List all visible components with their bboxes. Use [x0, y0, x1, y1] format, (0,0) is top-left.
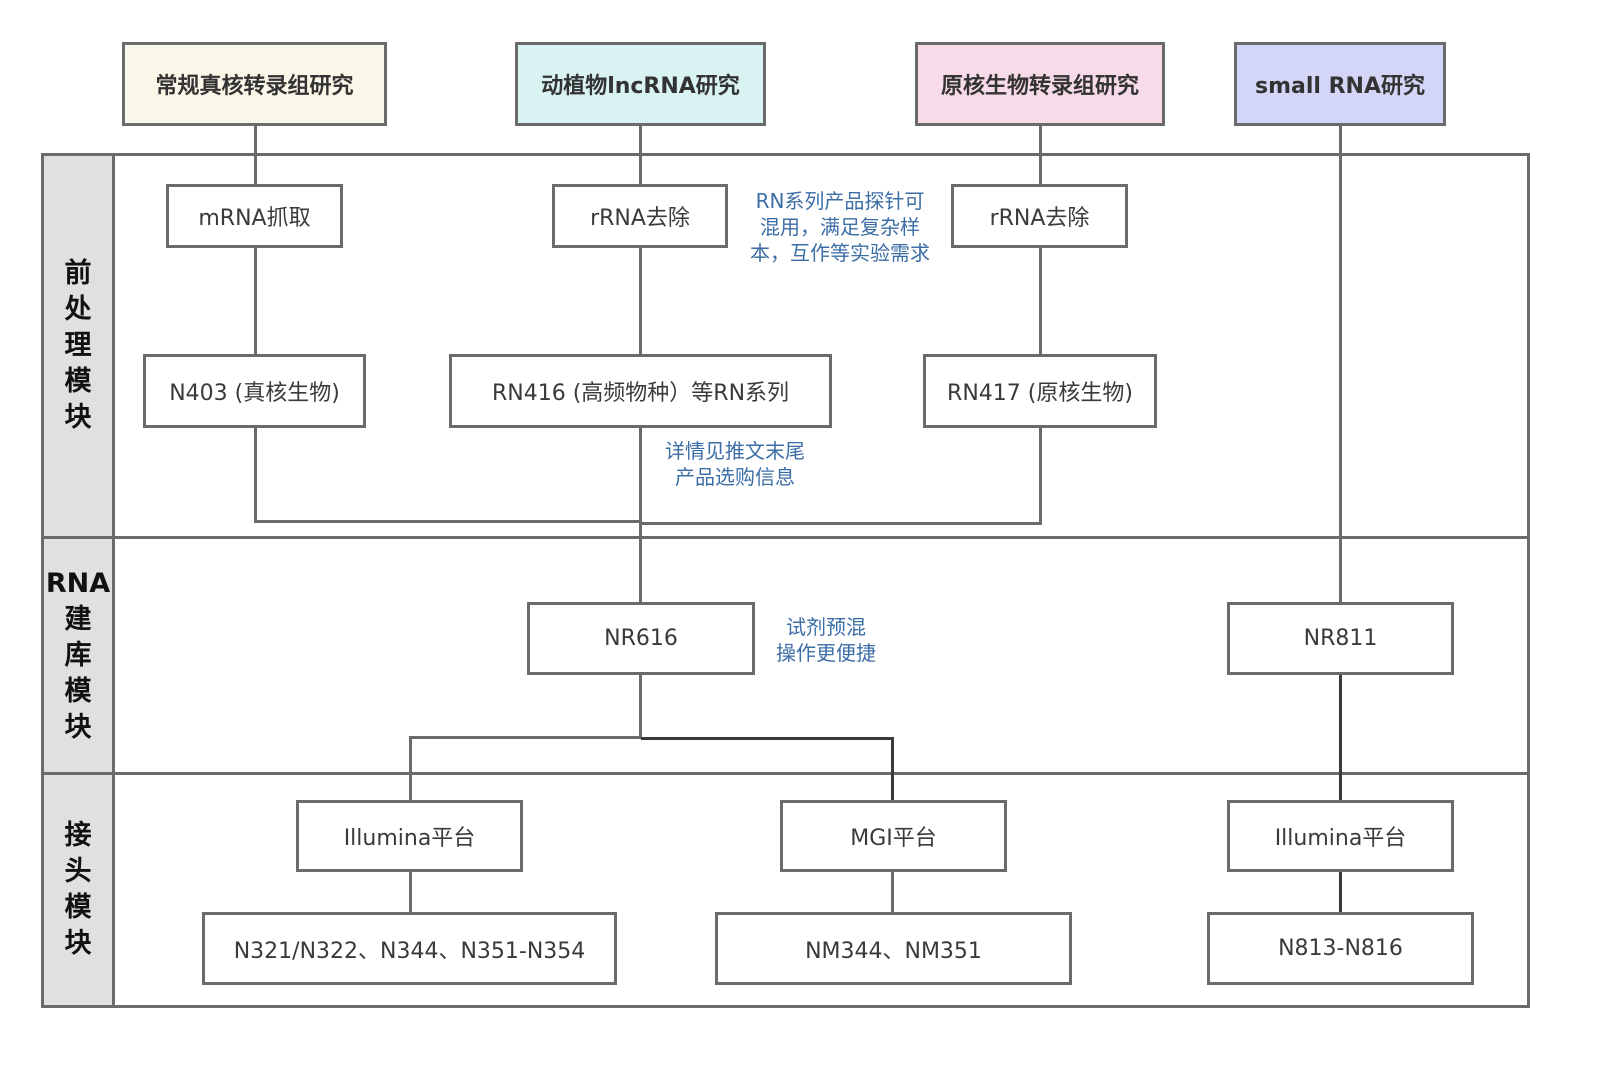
connector-line [254, 246, 257, 356]
platform-label: Illumina平台 [1274, 826, 1407, 851]
lane-label-char: 块 [64, 402, 92, 433]
platform-illumina: Illumina平台 [296, 800, 523, 872]
product-label: N321/N322、N344、N351-N354 [233, 938, 586, 964]
platform-mgi: MGI平台 [780, 800, 1007, 872]
note-product-details: 详情见推文末尾 产品选购信息 [652, 438, 818, 490]
connector-line [1039, 426, 1042, 525]
connector-line [639, 246, 642, 356]
product-illumina-adapters: N321/N322、N344、N351-N354 [202, 912, 617, 985]
connector-line [639, 673, 642, 739]
category-label: small RNA研究 [1255, 74, 1425, 99]
platform-illumina-small-rna: Illumina平台 [1227, 800, 1454, 872]
lane-label-preprocessing: 前 处 理 模 块 [44, 156, 115, 536]
note-premix: 试剂预混 操作更便捷 [764, 614, 888, 666]
note-line: 产品选购信息 [675, 465, 795, 489]
lane-label-char: 块 [64, 928, 92, 959]
connector-line [254, 124, 257, 186]
lane-label-char: 前 [64, 258, 92, 289]
category-eukaryotic-transcriptome: 常规真核转录组研究 [122, 42, 387, 126]
lane-label-char: 处 [64, 294, 92, 325]
lane-label-char: 模 [64, 675, 92, 707]
product-label: NR616 [604, 626, 678, 651]
note-probe-mixing: RN系列产品探针可 混用，满足复杂样 本，互作等实验需求 [738, 188, 942, 266]
platform-label: Illumina平台 [343, 826, 476, 851]
step-mrna-capture: mRNA抓取 [166, 184, 343, 248]
note-line: RN系列产品探针可 [755, 189, 925, 213]
connector-line [254, 426, 257, 523]
connector-line [409, 870, 412, 914]
connector-line [1339, 124, 1342, 604]
product-label: NR811 [1303, 626, 1378, 651]
product-nr811: NR811 [1227, 602, 1454, 675]
connector-line [891, 737, 894, 802]
step-label: rRNA去除 [989, 206, 1090, 231]
connector-line [1039, 124, 1042, 186]
lane-adapter: 接 头 模 块 [41, 772, 1530, 1008]
product-rn417: RN417 (原核生物) [923, 354, 1157, 428]
category-prokaryotic-transcriptome: 原核生物转录组研究 [915, 42, 1165, 126]
category-label: 原核生物转录组研究 [940, 74, 1139, 99]
lane-label-char: 建 [64, 603, 92, 635]
lane-label-char: 模 [64, 366, 92, 397]
step-label: rRNA去除 [590, 206, 690, 231]
lane-label-char: 模 [64, 892, 92, 923]
product-mgi-adapters: NM344、NM351 [715, 912, 1072, 985]
lane-label-library: RNA 建 库 模 块 [44, 539, 115, 772]
step-label: mRNA抓取 [198, 206, 311, 231]
note-line: 混用，满足复杂样 [760, 215, 920, 239]
lane-label-char: RNA [45, 567, 111, 599]
connector-line [409, 736, 412, 802]
lane-label-adapter: 接 头 模 块 [44, 775, 115, 1005]
product-small-rna-adapters: N813-N816 [1207, 912, 1474, 985]
lane-label-char: 理 [64, 330, 92, 361]
platform-label: MGI平台 [850, 826, 937, 851]
product-label: RN417 (原核生物) [947, 381, 1133, 406]
connector-line [254, 520, 641, 523]
product-label: N403 (真核生物) [169, 381, 340, 406]
connector-line [891, 870, 894, 914]
note-line: 详情见推文末尾 [665, 439, 805, 463]
category-lncrna: 动植物lncRNA研究 [515, 42, 766, 126]
product-rn416: RN416 (高频物种）等RN系列 [449, 354, 832, 428]
connector-line [1339, 870, 1342, 914]
step-rrna-depletion-prokaryote: rRNA去除 [951, 184, 1128, 248]
product-label: RN416 (高频物种）等RN系列 [491, 381, 790, 406]
product-n403: N403 (真核生物) [143, 354, 366, 428]
connector-line [1039, 246, 1042, 356]
connector-line [641, 522, 1042, 525]
lane-label-char: 接 [64, 820, 92, 851]
note-line: 试剂预混 [786, 615, 866, 639]
product-label: NM344、NM351 [805, 938, 982, 964]
connector-line [1339, 673, 1342, 802]
product-label: N813-N816 [1278, 936, 1403, 961]
lane-label-char: 块 [64, 711, 92, 743]
lane-label-char: 头 [64, 856, 92, 887]
step-rrna-depletion: rRNA去除 [552, 184, 728, 248]
note-line: 操作更便捷 [776, 641, 876, 665]
connector-line [639, 426, 642, 604]
category-small-rna: small RNA研究 [1234, 42, 1446, 126]
lane-label-char: 库 [64, 639, 92, 671]
connector-line [641, 737, 894, 740]
product-nr616: NR616 [527, 602, 755, 675]
connector-line [409, 736, 642, 739]
note-line: 本，互作等实验需求 [750, 241, 930, 265]
connector-line [639, 124, 642, 186]
category-label: 常规真核转录组研究 [155, 74, 354, 99]
category-label: 动植物lncRNA研究 [541, 74, 740, 99]
